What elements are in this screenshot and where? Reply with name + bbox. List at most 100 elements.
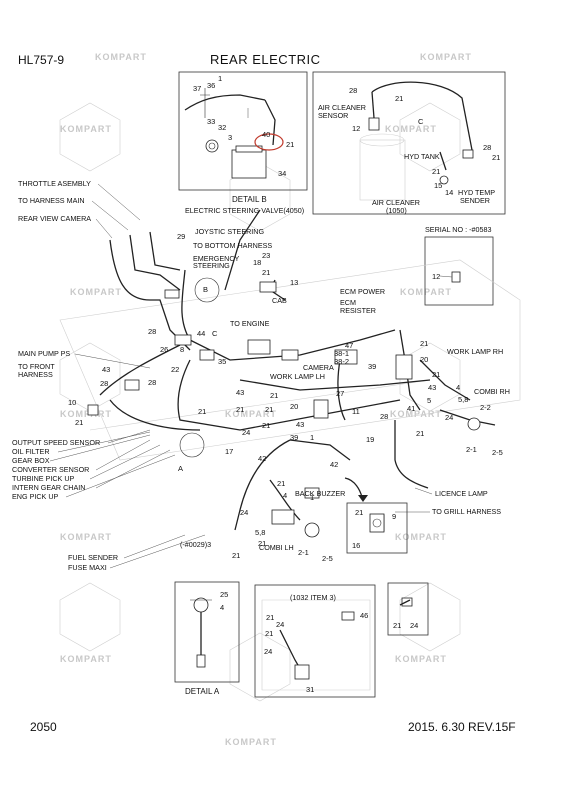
detail-a-marker: A — [178, 464, 183, 473]
callout-18: 18 — [253, 258, 261, 267]
callout-1: 1 — [310, 493, 314, 502]
callout-2-5: 2-5 — [492, 448, 503, 457]
callout-2-2: 2-2 — [480, 403, 491, 412]
page-number: 2050 — [30, 720, 57, 734]
callout-47: 47 — [345, 341, 353, 350]
callout-8: 8 — [180, 345, 184, 354]
label-to-bottom-harness: TO BOTTOM HARNESS — [193, 241, 272, 250]
callout-10: 10 — [68, 398, 76, 407]
callout-39: 39 — [368, 362, 376, 371]
label-combi-lh: COMBI LH — [259, 543, 294, 552]
right-labels: 21 47 38-1 38-2 CAMERA WORK LAMP LH 39 2… — [270, 339, 510, 516]
callout-19: 19 — [366, 435, 374, 444]
buzzer — [205, 139, 219, 153]
callout-3: 3 — [228, 133, 232, 142]
watermark-text: KOMPART — [400, 287, 452, 297]
callout-24: 24 — [410, 621, 418, 630]
label-hyd-temp-sender: HYD TEMP — [458, 188, 495, 197]
watermark-text: KOMPART — [390, 409, 442, 419]
label-serial-0029: (-#0029)3 — [180, 540, 211, 549]
detail-a-caption: DETAIL A — [185, 687, 220, 696]
callout-21: 21 — [262, 268, 270, 277]
label-harness-main: TO HARNESS MAIN — [18, 196, 85, 205]
label-fuse-maxi: FUSE MAXI — [68, 563, 107, 572]
callout-5-8: 5,8 — [458, 395, 468, 404]
watermark-text: KOMPART — [70, 287, 122, 297]
label-camera: CAMERA — [303, 363, 334, 372]
callout-21: 21 — [355, 508, 363, 517]
callout-15: 15 — [434, 181, 442, 190]
callout-25: 25 — [220, 590, 228, 599]
callout-39: 39 — [290, 433, 298, 442]
label-air-cleaner-sensor: SENSOR — [318, 111, 348, 120]
watermark-hexagons — [59, 102, 461, 702]
callout-21: 21 — [286, 140, 294, 149]
label-fuel-sender: FUEL SENDER — [68, 553, 118, 562]
hyd-temp-sender — [462, 149, 474, 159]
label-back-buzzer: BACK BUZZER — [295, 489, 345, 498]
callout-43: 43 — [428, 383, 436, 392]
callout-20: 20 — [290, 402, 298, 411]
center-labels: ELECTRIC STEERING VALVE(4050) JOYSTIC ST… — [68, 206, 385, 563]
callout-4: 4 — [283, 491, 287, 500]
callout-1: 1 — [310, 433, 314, 442]
callout-35: 35 — [218, 357, 226, 366]
callout-24: 24 — [276, 620, 284, 629]
watermark-text: KOMPART — [60, 532, 112, 542]
callout-36: 36 — [207, 81, 215, 90]
label-work-lamp-lh: WORK LAMP LH — [270, 372, 325, 381]
label-combi-rh: COMBI RH — [474, 387, 510, 396]
label-eng-pick-up: ENG PICK UP — [12, 492, 59, 501]
callout-21: 21 — [492, 153, 500, 162]
label-emergency-steering: STEERING — [193, 261, 230, 270]
callout-24: 24 — [264, 647, 272, 656]
label-joystic-steering: JOYSTIC STEERING — [195, 227, 264, 236]
callout-21: 21 — [266, 613, 274, 622]
callout-21: 21 — [270, 391, 278, 400]
callout-27: 27 — [336, 389, 344, 398]
callout-21: 21 — [265, 629, 273, 638]
label-emergency-steering: EMERGENCY — [193, 254, 240, 263]
callout-21: 21 — [420, 339, 428, 348]
revision-date: 2015. 6.30 REV.15F — [408, 720, 516, 734]
buzzer-detail-box: 21 9 16 — [346, 502, 408, 554]
label-oil-filter: OIL FILTER — [12, 447, 50, 456]
callout-11: 11 — [352, 407, 360, 416]
label-ecm-power: ECM POWER — [340, 287, 385, 296]
watermark-text: KOMPART — [60, 654, 112, 664]
callout-29: 29 — [177, 232, 185, 241]
callout-24: 24 — [242, 428, 250, 437]
callout-21: 21 — [395, 94, 403, 103]
label-air-cleaner-sensor: AIR CLEANER — [318, 103, 366, 112]
callout-21: 21 — [393, 621, 401, 630]
callout-9: 9 — [392, 512, 396, 521]
label-air-cleaner: (1050) — [386, 206, 407, 215]
callout-32: 32 — [218, 123, 226, 132]
callout-12: 12 — [432, 272, 440, 281]
callout-2-1: 2-1 — [298, 548, 309, 557]
label-cab: CAB — [272, 296, 287, 305]
callout-23: 23 — [262, 251, 270, 260]
highlight-ring — [254, 133, 284, 151]
label-electric-steering-valve: ELECTRIC STEERING VALVE(4050) — [185, 206, 304, 215]
callout-21: 21 — [432, 167, 440, 176]
callout-21: 21 — [416, 429, 424, 438]
label-to-front-harness: TO FRONT — [18, 362, 55, 371]
combi-lamp-lh — [304, 522, 320, 538]
label-rear-view-camera: REAR VIEW CAMERA — [18, 214, 91, 223]
callout-5-8: 5,8 — [255, 528, 265, 537]
label-ecm-resister: ECM — [340, 298, 356, 307]
label-work-lamp-rh: WORK LAMP RH — [447, 347, 503, 356]
label-output-speed-sensor: OUTPUT SPEED SENSOR — [12, 438, 100, 447]
sensor-12 — [451, 271, 461, 283]
callout-46: 46 — [360, 611, 368, 620]
callout-41: 41 — [407, 404, 415, 413]
callout-40: 40 — [262, 130, 270, 139]
watermark-text: KOMPART — [225, 737, 277, 747]
label-turbine-pick-up: TURBINE PICK UP — [12, 474, 75, 483]
label-ecm-resister: RESISTER — [340, 306, 376, 315]
callout-26: 26 — [160, 345, 168, 354]
relay-box — [231, 149, 267, 179]
watermark-text: KOMPART — [395, 654, 447, 664]
